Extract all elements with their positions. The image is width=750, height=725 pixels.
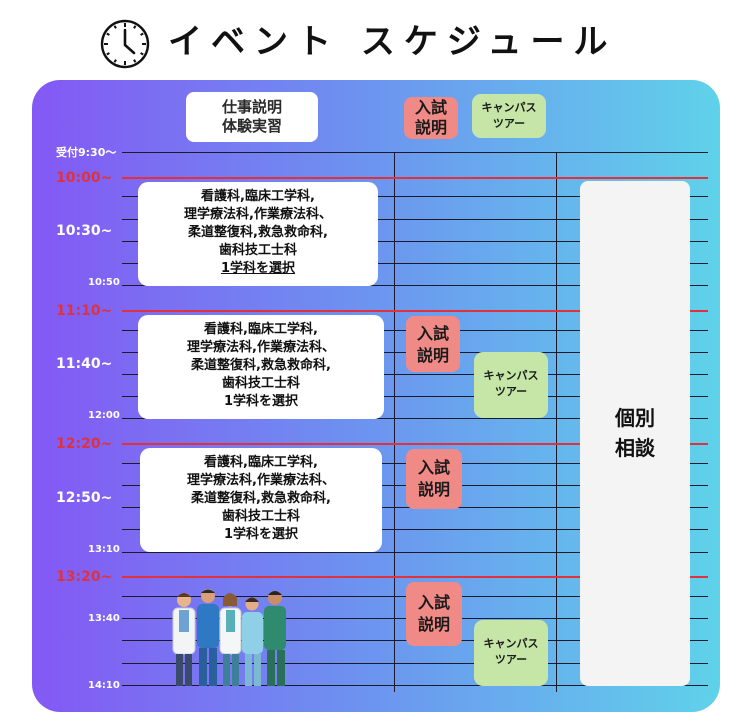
campus-badge-line1: キャンパス: [483, 369, 539, 382]
time-1410: 14:10: [88, 680, 120, 691]
clock-icon: [100, 19, 150, 69]
exam-badge-line1: 入試: [416, 324, 449, 343]
grid-line: [122, 552, 708, 553]
time-1110: 11:10~: [56, 303, 113, 319]
dept-line: 理学療法科,作業療法科、: [184, 207, 332, 222]
column-divider: [394, 152, 395, 692]
exam-badge-2: 入試 説明: [406, 449, 462, 509]
campus-badge-line1: キャンパス: [483, 637, 539, 650]
exam-badge-line1: 入試: [417, 593, 450, 612]
time-line-1320: [122, 576, 708, 578]
consult-line1: 個別: [615, 406, 655, 430]
session-box-2: 看護科,臨床工学科, 理学療法科,作業療法科、 柔道整復科,救急救命科, 歯科技…: [138, 315, 384, 419]
grid-line: [122, 418, 708, 419]
time-1140: 11:40~: [56, 356, 113, 372]
grid-line: [122, 663, 708, 664]
time-1310: 13:10: [88, 544, 120, 555]
exam-badge-line2: 説明: [416, 346, 449, 365]
exam-header: 入試 説明: [404, 97, 458, 139]
dept-line: 看護科,臨床工学科,: [204, 455, 318, 470]
time-1050: 10:50: [88, 277, 120, 288]
column-divider: [556, 152, 557, 692]
dept-line: 歯科技工士科: [221, 376, 300, 391]
grid-line: [122, 152, 708, 153]
dept-line: 歯科技工士科: [218, 243, 297, 258]
time-1250: 12:50~: [56, 490, 113, 506]
medical-staff-illustration: [172, 589, 286, 686]
exam-header-line1: 入試: [414, 98, 447, 117]
campus-header: キャンパス ツアー: [472, 94, 546, 138]
dept-line: 理学療法科,作業療法科、: [187, 340, 335, 355]
campus-badge-line2: ツアー: [494, 385, 528, 398]
grid-line: [122, 374, 708, 375]
consult-line2: 相談: [615, 436, 655, 460]
time-1340: 13:40: [88, 613, 120, 624]
grid-line: [122, 241, 708, 242]
grid-line: [122, 685, 708, 686]
individual-consultation: 個別 相談: [580, 181, 690, 686]
exam-badge-line2: 説明: [417, 615, 450, 634]
grid-line: [122, 263, 708, 264]
work-header: 仕事説明 体験実習: [186, 92, 318, 142]
select-one-dept: 1学科を選択: [220, 261, 296, 276]
campus-badge-2: キャンパス ツアー: [474, 620, 548, 686]
grid-line: [122, 196, 708, 197]
dept-line: 歯科技工士科: [221, 509, 300, 524]
select-one-dept: 1学科を選択: [223, 394, 299, 409]
dept-line: 柔道整復科,救急救命科,: [191, 358, 331, 373]
campus-header-line1: キャンパス: [481, 101, 537, 114]
session-box-1: 看護科,臨床工学科, 理学療法科,作業療法科、 柔道整復科,救急救命科, 歯科技…: [138, 182, 378, 286]
dept-line: 柔道整復科,救急救命科,: [188, 225, 328, 240]
dept-line: 看護科,臨床工学科,: [201, 189, 315, 204]
time-1220: 12:20~: [56, 436, 113, 452]
campus-badge-1: キャンパス ツアー: [474, 352, 548, 418]
grid-line: [122, 285, 708, 286]
exam-badge-1: 入試 説明: [406, 316, 460, 372]
dept-line: 柔道整復科,救急救命科,: [191, 491, 331, 506]
campus-badge-line2: ツアー: [494, 653, 528, 666]
time-1030: 10:30~: [56, 223, 113, 239]
campus-header-line2: ツアー: [492, 117, 526, 130]
grid-line: [122, 396, 708, 397]
exam-header-line2: 説明: [414, 118, 447, 137]
work-header-line2: 体験実習: [221, 117, 282, 135]
exam-badge-3: 入試 説明: [406, 582, 462, 646]
time-line-1220: [122, 443, 708, 445]
select-one-dept: 1学科を選択: [223, 527, 299, 542]
exam-badge-line1: 入試: [417, 458, 450, 477]
grid-line: [122, 219, 708, 220]
page-title: イベント スケジュール: [168, 22, 617, 62]
time-1000: 10:00~: [56, 170, 113, 186]
work-header-line1: 仕事説明: [221, 98, 282, 116]
dept-line: 看護科,臨床工学科,: [204, 322, 318, 337]
time-line-1110: [122, 310, 708, 312]
dept-line: 理学療法科,作業療法科、: [187, 473, 335, 488]
time-1200: 12:00: [88, 410, 120, 421]
schedule-panel: 仕事説明 体験実習 入試 説明 キャンパス ツアー 受付9:30～ 10:00~…: [32, 80, 720, 712]
grid-line: [122, 529, 708, 530]
time-1320: 13:20~: [56, 569, 113, 585]
reception-time: 受付9:30～: [56, 146, 117, 159]
header: イベント スケジュール: [0, 0, 750, 80]
exam-badge-line2: 説明: [417, 480, 450, 499]
time-line-1000: [122, 177, 708, 179]
session-box-3: 看護科,臨床工学科, 理学療法科,作業療法科、 柔道整復科,救急救命科, 歯科技…: [140, 448, 382, 552]
